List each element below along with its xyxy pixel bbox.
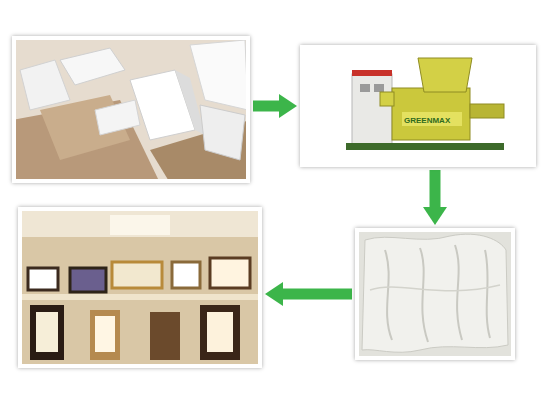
foam-waste-photo bbox=[12, 36, 250, 183]
brand-label: GREENMAX bbox=[404, 117, 450, 125]
arrow-head bbox=[279, 94, 297, 118]
arrow-shaft bbox=[430, 170, 441, 209]
flow-arrow bbox=[423, 170, 447, 225]
arrow-head bbox=[265, 282, 283, 306]
compactor-machine-photo bbox=[300, 45, 536, 167]
arrow-shaft bbox=[253, 101, 281, 112]
photo-frame: GREENMAX bbox=[300, 45, 536, 167]
frame-shop-photo bbox=[18, 207, 262, 368]
photo-frame bbox=[355, 228, 515, 360]
foam-ingot-photo bbox=[355, 228, 515, 360]
flow-arrow bbox=[265, 282, 352, 306]
arrow-head bbox=[423, 207, 447, 225]
arrow-shaft bbox=[281, 289, 352, 300]
photo-frame bbox=[18, 207, 262, 368]
flow-arrow bbox=[253, 94, 297, 118]
photo-frame bbox=[12, 36, 250, 183]
